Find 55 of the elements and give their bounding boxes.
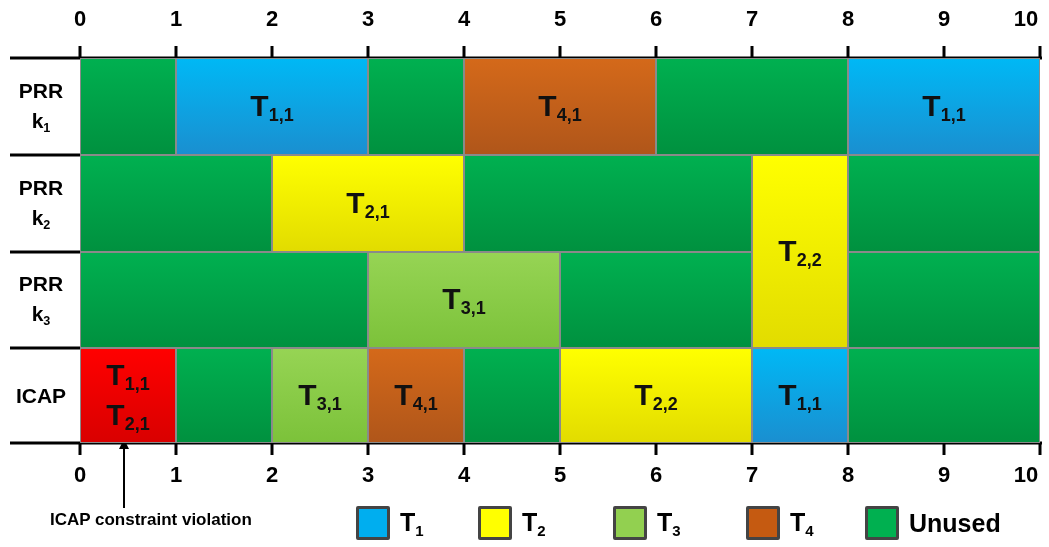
tick-label: 7: [744, 462, 760, 488]
task-block: T$_{2,1}$: [272, 155, 464, 252]
tick-label: 10: [1012, 6, 1040, 32]
unused-slot: [368, 58, 464, 155]
tick-label: 0: [72, 6, 88, 32]
tick-label: 0: [72, 462, 88, 488]
task-block: T$_{3,1}$: [368, 252, 560, 348]
tick-label: 2: [264, 6, 280, 32]
legend-label: T$_{1}$: [400, 507, 424, 539]
tick-label: 5: [552, 6, 568, 32]
tick-label: 3: [360, 6, 376, 32]
task-block: T$_{1,1}$: [848, 58, 1040, 155]
legend-label: T$_{3}$: [657, 507, 681, 539]
unused-slot: [176, 348, 272, 443]
tick-label: 6: [648, 6, 664, 32]
row-label: PRR k$_{2}$: [17, 174, 65, 234]
row-label: PRR k$_{1}$: [17, 77, 65, 137]
unused-slot: [560, 252, 752, 348]
tick-label: 9: [936, 462, 952, 488]
tick-label: 3: [360, 462, 376, 488]
tick-label: 4: [456, 462, 472, 488]
unused-slot: [80, 155, 272, 252]
annotation-text: ICAP constraint violation: [50, 510, 252, 530]
unused-slot: [80, 252, 368, 348]
tick-label: 8: [840, 6, 856, 32]
unused-slot: [848, 155, 1040, 252]
tick-label: 2: [264, 462, 280, 488]
row-label: ICAP: [14, 382, 68, 409]
task-block: T$_{1,1}$ T$_{2,1}$: [80, 348, 176, 443]
task-block: T$_{1,1}$: [176, 58, 368, 155]
task-block: T$_{2,2}$: [752, 155, 848, 348]
tick-label: 5: [552, 462, 568, 488]
tick-label: 9: [936, 6, 952, 32]
task-block: T$_{1,1}$: [752, 348, 848, 443]
tick-label: 4: [456, 6, 472, 32]
tick-label: 6: [648, 462, 664, 488]
unused-slot: [656, 58, 848, 155]
unused-slot: [464, 155, 752, 252]
unused-slot: [848, 348, 1040, 443]
tick-label: 7: [744, 6, 760, 32]
unused-slot: [464, 348, 560, 443]
tick-label: 1: [168, 6, 184, 32]
task-block: T$_{2,2}$: [560, 348, 752, 443]
task-block: T$_{4,1}$: [464, 58, 656, 155]
tick-label: 8: [840, 462, 856, 488]
unused-slot: [80, 58, 176, 155]
legend-label: T$_{2}$: [522, 507, 546, 539]
tick-label: 1: [168, 462, 184, 488]
task-block: T$_{3,1}$: [272, 348, 368, 443]
legend-label: Unused: [909, 508, 1001, 538]
legend-label: T$_{4}$: [790, 507, 814, 539]
unused-slot: [848, 252, 1040, 348]
row-label: PRR k$_{3}$: [17, 271, 65, 331]
task-block: T$_{4,1}$: [368, 348, 464, 443]
tick-label: 10: [1012, 462, 1040, 488]
